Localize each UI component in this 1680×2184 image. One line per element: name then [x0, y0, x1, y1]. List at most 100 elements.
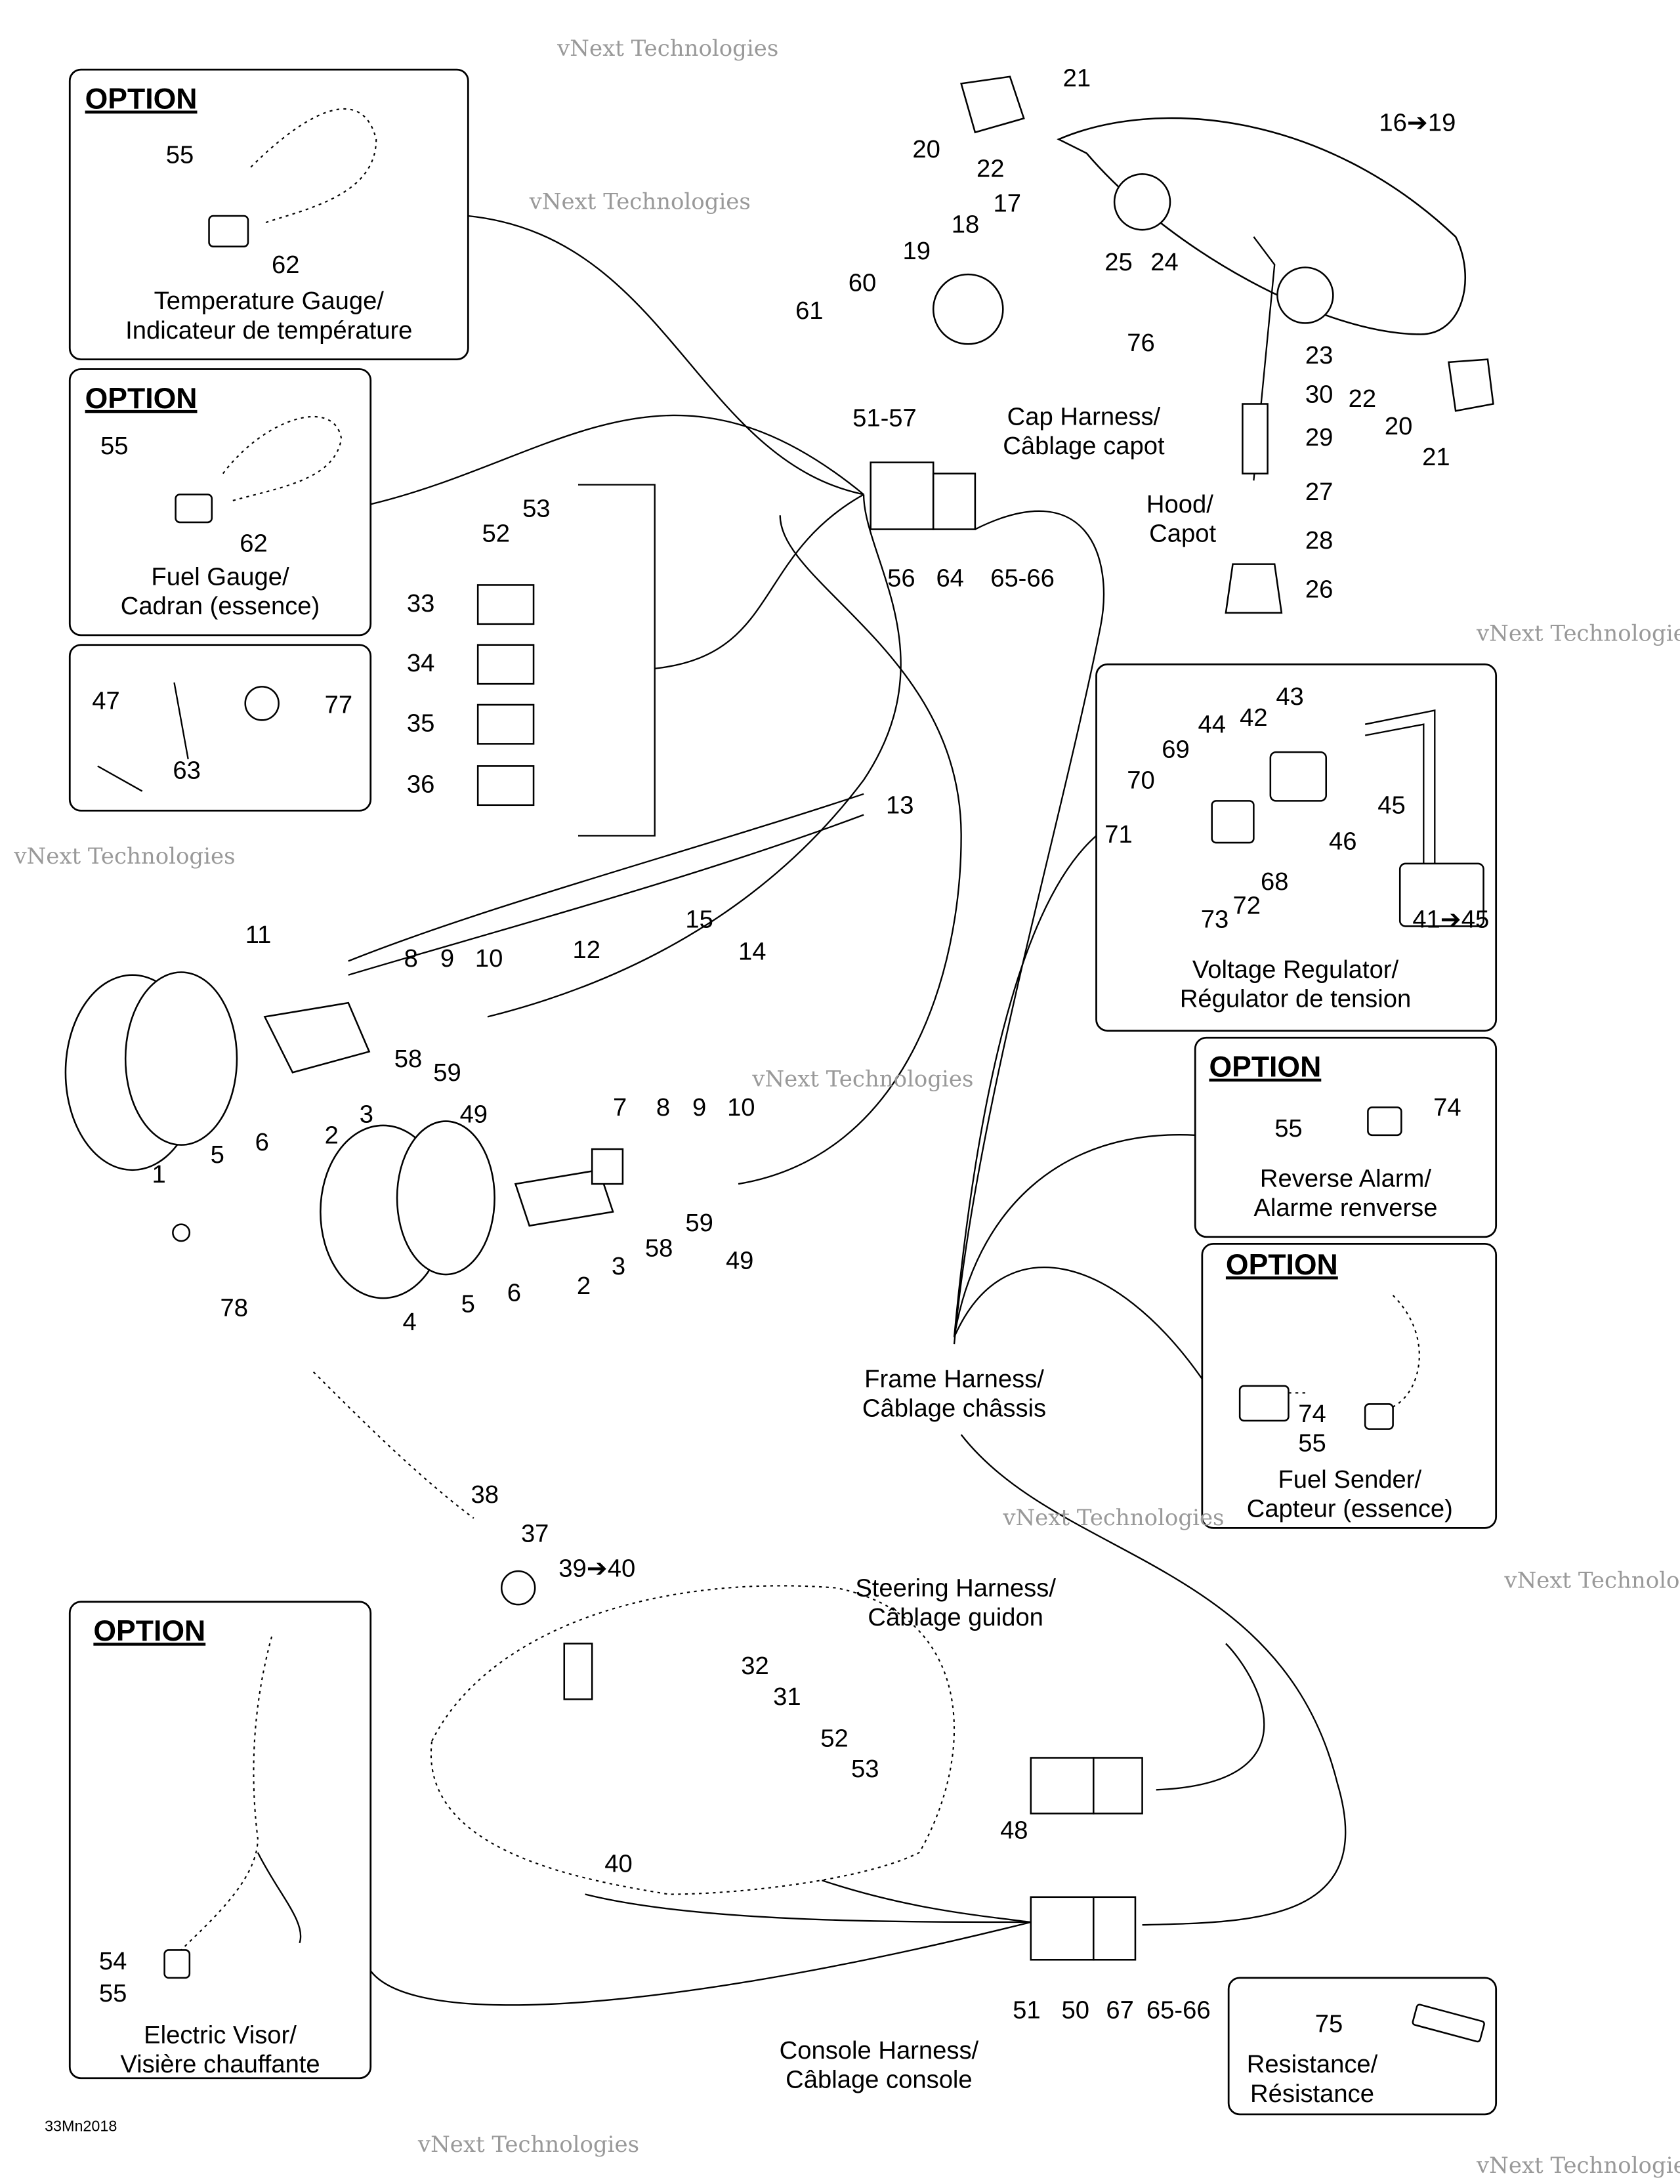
callout-number: 70	[1127, 766, 1154, 794]
callout-number: 68	[1261, 868, 1288, 896]
callout-number: 24	[1150, 248, 1178, 276]
callout-number: 76	[1127, 329, 1154, 357]
callout-number: 8	[404, 944, 418, 973]
box-caption: Temperature Gauge/	[154, 287, 385, 315]
callout-number: 32	[741, 1652, 768, 1680]
option-title: OPTION	[93, 1615, 205, 1647]
option-title: OPTION	[85, 83, 198, 116]
callout-number: 42	[1240, 704, 1267, 732]
box-caption: Fuel Gauge/	[151, 562, 289, 591]
callout-number: 1	[152, 1160, 166, 1188]
callout-number: 11	[245, 921, 272, 949]
box-caption: Electric Visor/	[144, 2021, 297, 2049]
callout-number: 58	[645, 1234, 673, 1262]
callout-number: 27	[1305, 478, 1333, 506]
option-title: OPTION	[1209, 1051, 1321, 1083]
option-box-fuel-gauge: OPTION Fuel Gauge/ Cadran (essence)	[68, 368, 372, 637]
callout-number: 33	[407, 589, 434, 618]
callout-number: 73	[1201, 906, 1228, 934]
callout-number: 71	[1104, 820, 1132, 849]
callout-number: 52	[482, 520, 510, 548]
watermark: vNext Technologies	[13, 843, 235, 870]
watermark: vNext Technologies	[1476, 2152, 1680, 2179]
callout-number: 64	[936, 564, 963, 593]
watermark: vNext Technologies	[529, 188, 751, 215]
box-caption: Régulator de tension	[1180, 985, 1411, 1013]
callout-number: 41➔45	[1412, 906, 1489, 934]
callout-number: 3	[612, 1252, 625, 1280]
console-assembly	[312, 1371, 1143, 1961]
callout-number: 43	[1276, 682, 1303, 711]
callout-number: 10	[727, 1093, 755, 1122]
callout-number: 53	[522, 494, 550, 522]
box-caption: Cadran (essence)	[121, 592, 320, 620]
callout-number: 51-57	[852, 404, 917, 432]
callout-number: 44	[1198, 710, 1225, 738]
callout-number: 55	[100, 432, 128, 460]
callout-number: 55	[1274, 1114, 1302, 1143]
callout-number: 72	[1233, 891, 1261, 919]
callout-number: 6	[255, 1128, 269, 1156]
callout-number: 2	[325, 1122, 339, 1150]
callout-number: 35	[407, 709, 434, 737]
callout-number: 51	[1013, 1996, 1040, 2024]
callout-number: 67	[1106, 1996, 1133, 2024]
callout-number: 62	[240, 529, 267, 557]
resistance-box: Resistance/ Résistance	[1227, 1977, 1498, 2116]
callout-number: 21	[1422, 443, 1450, 471]
callout-number: 77	[325, 691, 352, 719]
watermark: vNext Technologies	[1002, 1505, 1224, 1531]
callout-number: 65-66	[1146, 1996, 1211, 2024]
callout-number: 5	[211, 1141, 224, 1169]
callout-number: 3	[360, 1101, 373, 1129]
callout-number: 5	[461, 1290, 475, 1318]
callout-number: 74	[1433, 1093, 1461, 1122]
option-title: OPTION	[1226, 1249, 1338, 1281]
callout-number: 30	[1305, 380, 1333, 408]
hardware-box	[68, 644, 372, 812]
callout-number: 22	[1349, 385, 1376, 413]
box-caption: Indicateur de température	[125, 316, 412, 345]
callout-number: 58	[394, 1045, 422, 1073]
box-caption: Alarme renverse	[1253, 1194, 1437, 1222]
callout-number: 31	[773, 1683, 801, 1711]
option-box-temperature-gauge: OPTION Temperature Gauge/ Indicateur de …	[68, 68, 469, 360]
callout-number: 14	[738, 937, 766, 965]
callout-number: 36	[407, 770, 434, 799]
callout-number: 49	[460, 1101, 488, 1129]
callout-number: 15	[685, 906, 713, 934]
callout-number: 47	[92, 686, 119, 715]
cap-harness-label: Câblage capot	[1003, 432, 1165, 460]
watermark: vNext Technologies	[1503, 1568, 1680, 1594]
callout-number: 46	[1329, 828, 1356, 856]
harness-labels: Cap Harness/ Câblage capot Hood/ Capot F…	[780, 402, 1217, 2093]
voltage-regulator-box: Voltage Regulator/ Régulator de tension	[1095, 663, 1498, 1032]
watermark: vNext Technologies	[751, 1066, 973, 1093]
callout-number: 62	[272, 251, 299, 279]
hood-label: Capot	[1149, 520, 1216, 548]
callout-number: 78	[220, 1294, 248, 1322]
callout-number: 59	[433, 1059, 461, 1087]
box-caption: Résistance	[1250, 2080, 1374, 2108]
callout-number: 50	[1061, 1996, 1089, 2024]
callout-number: 63	[173, 756, 200, 784]
option-box-reverse-alarm: OPTION Reverse Alarm/ Alarme renverse	[1194, 1036, 1498, 1238]
gauges	[64, 971, 624, 1299]
option-box-fuel-sender: OPTION Fuel Sender/ Capteur (essence)	[1201, 1242, 1498, 1529]
callout-number: 53	[851, 1755, 879, 1783]
callout-number: 65-66	[990, 564, 1055, 593]
watermark: vNext Technologies	[556, 35, 778, 62]
callout-number: 55	[99, 1979, 127, 2007]
callout-number: 74	[1298, 1400, 1326, 1428]
steering-harness-label: Steering Harness/	[855, 1574, 1056, 1602]
box-caption: Voltage Regulator/	[1192, 956, 1399, 984]
callout-number: 21	[1063, 64, 1091, 93]
callout-number: 26	[1305, 576, 1333, 604]
option-box-electric-visor: OPTION Electric Visor/ Visière chauffant…	[68, 1601, 372, 2080]
callout-number: 45	[1377, 791, 1405, 820]
harness-wires	[348, 215, 1347, 2006]
option-title: OPTION	[85, 383, 198, 415]
watermark: vNext Technologies	[417, 2132, 639, 2158]
voltage-regulator-part	[1398, 862, 1484, 927]
